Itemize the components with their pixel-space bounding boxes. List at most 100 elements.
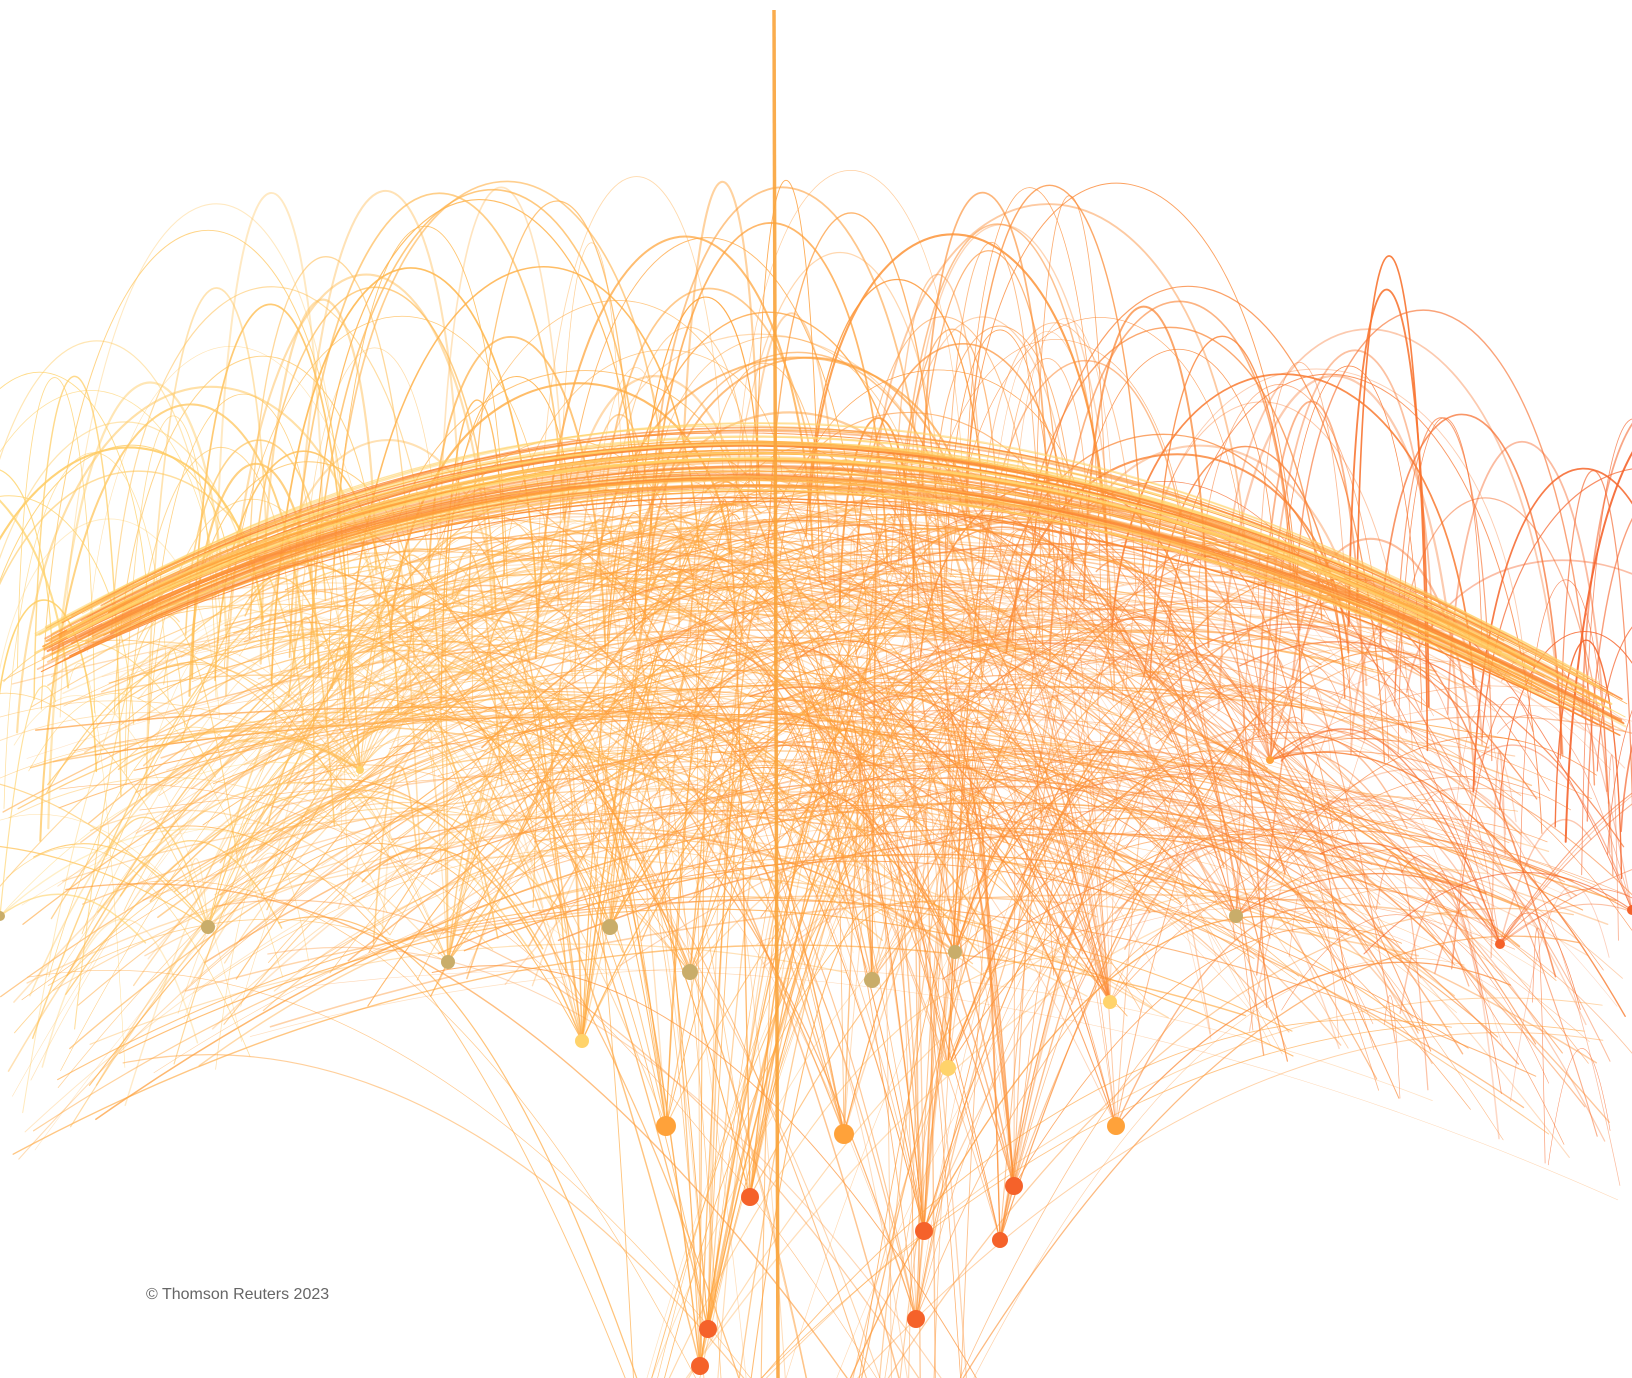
dome-rim-arc-748: [95, 484, 1600, 720]
base-arc-1138: [858, 635, 1111, 1378]
mesh-arc-508: [707, 458, 876, 977]
fan-arc-852: [558, 682, 583, 1042]
mesh-arc-452: [1165, 804, 1516, 881]
mesh-arc-612: [161, 601, 1171, 833]
mesh-arc-210: [84, 557, 1059, 754]
network-node--1: [907, 1310, 925, 1328]
fan-arc-792: [609, 502, 739, 928]
base-arc-1154: [26, 970, 751, 1378]
high-arc-100: [259, 298, 378, 665]
high-arc-84: [725, 251, 948, 608]
mesh-arc-630: [840, 500, 1400, 1099]
mesh-arc-469: [769, 512, 834, 778]
fan-arc-849: [1235, 887, 1632, 1054]
base-arc-1152: [849, 630, 961, 1378]
fan-arc-953: [887, 514, 1015, 1187]
high-arc-140: [964, 187, 1101, 587]
dome-rim-arc-753: [66, 457, 1537, 673]
fan-arc-871: [1109, 795, 1432, 1003]
mesh-arc-569: [77, 630, 1179, 1006]
fan-arc-970: [830, 684, 925, 1232]
base-arc-1141: [760, 1023, 1585, 1378]
base-arc-1155: [267, 946, 942, 1378]
dome-rim-arc-756: [66, 451, 1581, 688]
fan-arc-969: [650, 598, 925, 1232]
fan-arc-901: [427, 641, 667, 1127]
mesh-arc-507: [150, 689, 874, 819]
mesh-arc-495: [1054, 642, 1342, 903]
fan-arc-785: [447, 488, 672, 963]
mesh-arc-364: [82, 788, 1375, 963]
fan-arc-951: [633, 636, 1015, 1187]
mesh-arc-524: [639, 654, 1151, 914]
mesh-arc-472: [621, 804, 1202, 890]
fan-arc-774: [47, 918, 449, 986]
fan-arc-937: [749, 636, 1031, 1198]
fan-arc-979: [971, 802, 1001, 1241]
fan-arc-1070: [1363, 871, 1632, 955]
mesh-arc-607: [259, 796, 544, 950]
high-arc-62: [301, 347, 441, 633]
fan-arc-974: [776, 645, 925, 1232]
mesh-arc-577: [641, 786, 1588, 956]
mesh-arc-559: [138, 609, 465, 768]
mesh-arc-341: [704, 480, 823, 800]
high-arc-108: [805, 278, 984, 538]
fan-arc-1019: [699, 604, 950, 1367]
fan-arc-779: [383, 512, 449, 963]
fan-arc-772: [33, 843, 209, 928]
mesh-arc-401: [761, 810, 1440, 965]
mesh-arc-632: [640, 559, 882, 865]
network-node--1: [992, 1232, 1008, 1248]
mesh-arc-173: [1532, 928, 1546, 1164]
network-node--1: [441, 955, 455, 969]
high-arc-162: [734, 170, 965, 510]
mesh-arc-592: [213, 706, 999, 809]
fan-arc-825: [533, 831, 956, 953]
mesh-arc-267: [267, 752, 907, 964]
mesh-arc-455: [243, 513, 1368, 643]
fan-arc-971: [923, 658, 994, 1232]
mesh-arc-590: [217, 598, 880, 759]
mesh-arc-641: [696, 552, 848, 875]
high-arc-103: [215, 192, 325, 596]
mesh-arc-636: [1143, 599, 1193, 794]
dome-rim-arc-705: [118, 485, 1570, 710]
mesh-arc-663: [635, 563, 1001, 798]
fan-arc-835: [860, 686, 1237, 917]
base-arc-1145: [623, 845, 705, 1378]
fan-arc-814: [871, 642, 1233, 981]
base-arc-1143: [899, 650, 1081, 1378]
base-arc-1159: [882, 843, 968, 1378]
mesh-arc-623: [1400, 854, 1502, 1094]
base-arc-1167: [558, 842, 808, 1378]
mesh-arc-404: [1547, 1048, 1611, 1166]
fan-arc-1086: [359, 575, 462, 771]
base-arc-1134: [973, 957, 1465, 1378]
fan-arc-1080: [359, 574, 408, 771]
fan-arc-812: [570, 647, 873, 981]
high-arc-54: [965, 182, 1300, 631]
fan-arc-1037: [1499, 912, 1581, 1010]
mesh-arc-643: [215, 852, 309, 1070]
mesh-arc-634: [416, 750, 728, 981]
high-arc-145: [0, 340, 220, 644]
fan-arc-929: [1115, 704, 1302, 1127]
fan-arc-1082: [266, 716, 361, 827]
dome-rim-arc-726: [54, 468, 1626, 718]
fan-arc-831: [954, 835, 1353, 953]
base-arc-1171: [399, 696, 867, 1378]
dome-rim-arc-759: [113, 479, 1536, 691]
mesh-arc-637: [723, 554, 881, 959]
mesh-arc-370: [329, 754, 900, 974]
fan-arc-1035: [1499, 795, 1632, 945]
mesh-arc-360: [389, 746, 751, 936]
fan-arc-1000: [707, 698, 767, 1330]
mesh-arc-386: [1399, 890, 1482, 1015]
fan-arc-980: [624, 585, 1001, 1241]
mesh-arc-604: [41, 918, 199, 1068]
high-arc-82: [1520, 579, 1611, 863]
base-arc-1160: [785, 696, 1247, 1378]
fan-arc-777: [443, 630, 449, 963]
fan-arc-1104: [1155, 687, 1271, 761]
